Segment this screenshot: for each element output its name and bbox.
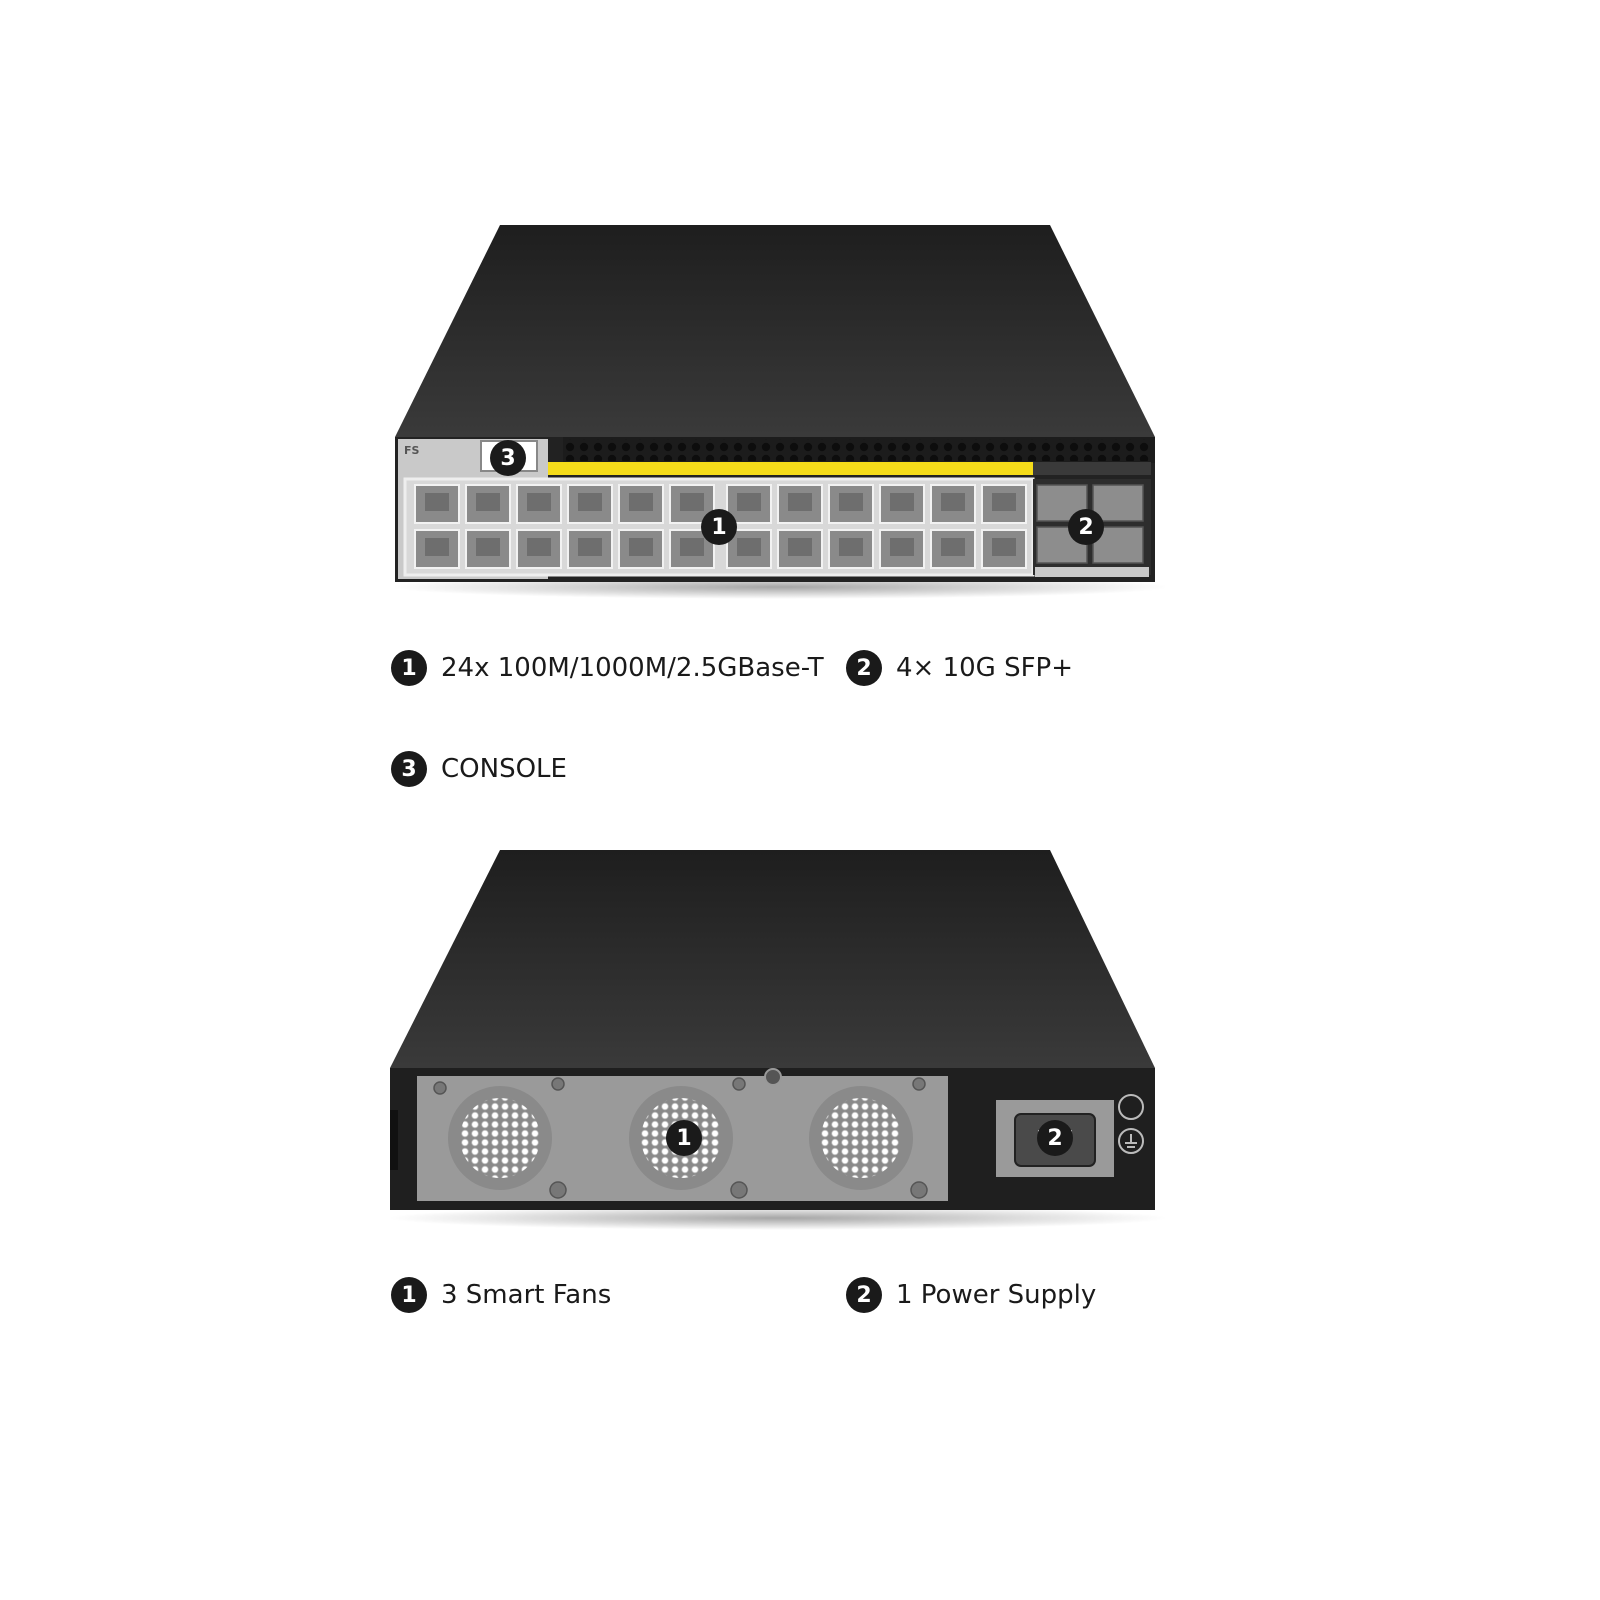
legend-item-2-front: 2 4× 10G SFP+ <box>846 650 1073 686</box>
fans <box>448 1086 913 1190</box>
fan-grille <box>821 1098 901 1178</box>
fs-logo: FS <box>404 444 420 457</box>
rj45-port-jack <box>527 493 551 511</box>
rj45-port-jack <box>788 538 812 556</box>
rj45-port-jack <box>629 538 653 556</box>
callout-badge-1-rear: 1 <box>666 1120 702 1156</box>
callout-badge-3-front: 3 <box>490 440 526 476</box>
legend-item-1-rear: 1 3 Smart Fans <box>391 1277 611 1313</box>
rj45-port-jack <box>941 538 965 556</box>
fan-grille <box>460 1098 540 1178</box>
legend-label: 3 Smart Fans <box>441 1280 612 1310</box>
callout-badge-2-rear: 2 <box>1037 1120 1073 1156</box>
rj45-port-jack <box>578 493 602 511</box>
rj45-port-jack <box>629 493 653 511</box>
chassis-top-rear <box>390 850 1155 1068</box>
legend-label: 4× 10G SFP+ <box>896 653 1074 683</box>
rj45-port-jack <box>839 493 863 511</box>
port-label-strip <box>548 462 1033 475</box>
rj45-port-jack <box>737 538 761 556</box>
rj45-port <box>828 484 874 524</box>
legend-badge: 2 <box>846 650 882 686</box>
rj45-port-jack <box>476 538 500 556</box>
callout-badge-2-front: 2 <box>1068 509 1104 545</box>
chassis-top <box>395 225 1155 437</box>
rj45-port-jack <box>788 493 812 511</box>
legend-item-1-front: 1 24x 100M/1000M/2.5GBase-T <box>391 650 824 686</box>
rj45-port-jack <box>680 538 704 556</box>
legend-badge: 3 <box>391 751 427 787</box>
rj45-port-jack <box>425 493 449 511</box>
rj45-port <box>879 529 925 569</box>
rj45-port-jack <box>737 493 761 511</box>
rj45-port-jack <box>476 493 500 511</box>
rj45-port-jack <box>839 538 863 556</box>
rj45-port-jack <box>992 493 1016 511</box>
rj45-port-jack <box>425 538 449 556</box>
legend-badge: 2 <box>846 1277 882 1313</box>
rj45-ports <box>414 484 1027 569</box>
callout-badge-1-front: 1 <box>701 509 737 545</box>
legend-label: 24x 100M/1000M/2.5GBase-T <box>441 653 824 683</box>
legend-badge: 1 <box>391 650 427 686</box>
legend-item-3-front: 3 CONSOLE <box>391 751 567 787</box>
legend-label: 1 Power Supply <box>896 1280 1097 1310</box>
rj45-port-jack <box>941 493 965 511</box>
sfp-ports <box>1036 484 1144 564</box>
rj45-port-jack <box>527 538 551 556</box>
rj45-port-jack <box>890 493 914 511</box>
rj45-port <box>777 484 823 524</box>
rj45-port-jack <box>992 538 1016 556</box>
rj45-port-jack <box>680 493 704 511</box>
rj45-port <box>981 484 1027 524</box>
front-view-switch <box>395 225 1165 599</box>
legend-item-2-rear: 2 1 Power Supply <box>846 1277 1096 1313</box>
rj45-port-jack <box>890 538 914 556</box>
legend-label: CONSOLE <box>441 754 567 784</box>
rj45-port-jack <box>578 538 602 556</box>
sfp-port <box>1092 484 1144 522</box>
rear-view-switch <box>390 850 1165 1230</box>
legend-badge: 1 <box>391 1277 427 1313</box>
